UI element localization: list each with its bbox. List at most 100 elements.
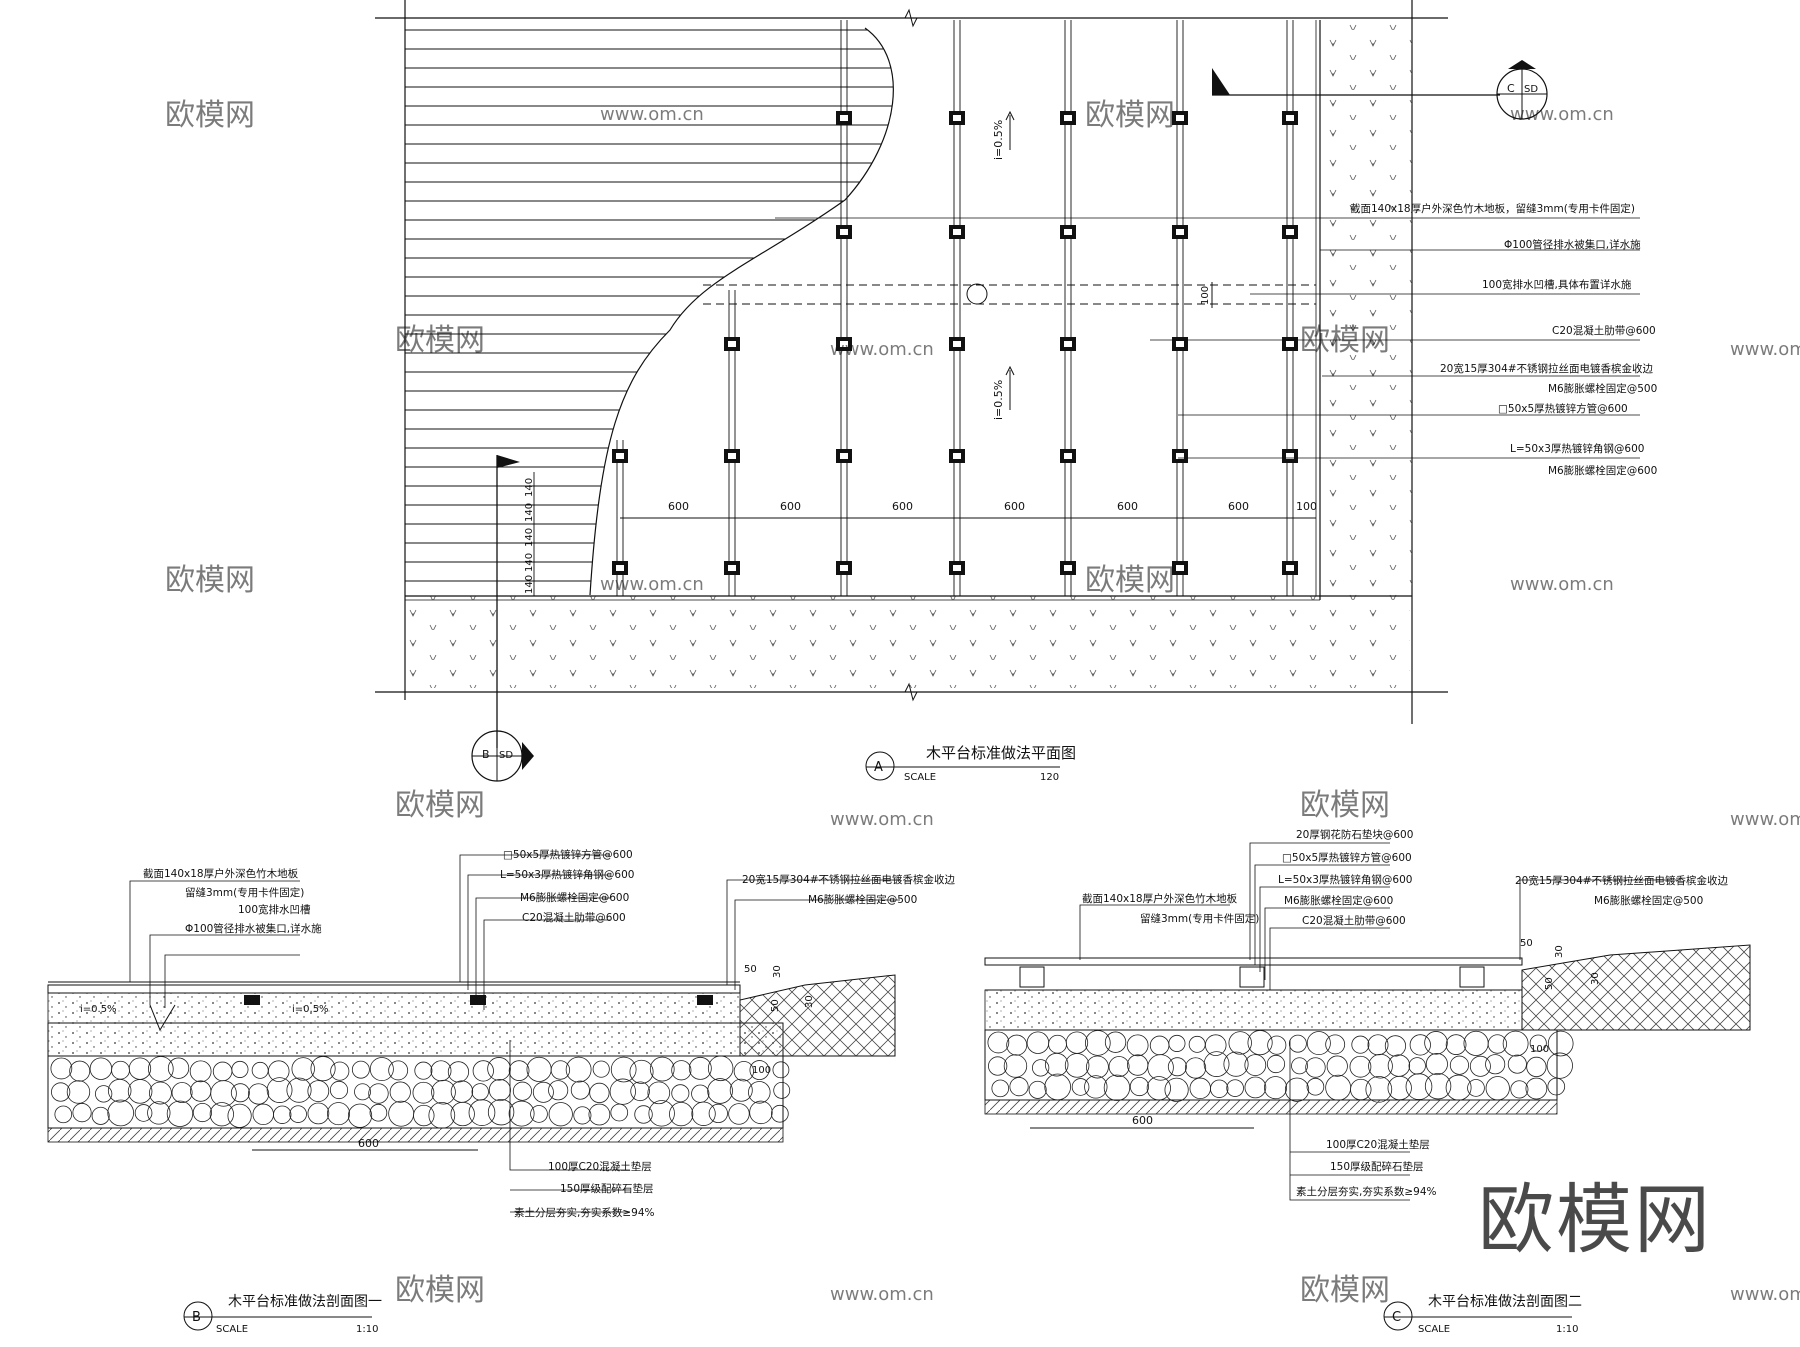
svg-text:欧模网: 欧模网 — [395, 1273, 485, 1308]
svg-text:www.om.cn: www.om.cn — [830, 339, 934, 360]
section-b-callout-2: 留缝3mm(专用卡件固定) — [185, 886, 304, 899]
svg-text:SD: SD — [499, 750, 513, 761]
plan-dim-100: 100 — [1200, 286, 1211, 305]
plan-board-dim-4: 140 — [524, 553, 535, 572]
section-c-dim-50b: 50 — [1544, 977, 1555, 990]
section-c-callout-8: 20宽15厚304#不锈钢拉丝面电镀香槟金收边 — [1515, 874, 1729, 887]
plan-callout-4: C20混凝土肋带@600 — [1552, 324, 1656, 337]
plan-callout-1: 截面140x18厚户外深色竹木地板，留缝3mm(专用卡件固定) — [1350, 202, 1635, 215]
section-b-concrete-base — [47, 1022, 784, 1057]
section-b-dim-30b: 30 — [804, 995, 815, 1008]
svg-text:www.om.cn: www.om.cn — [830, 809, 934, 830]
section-b-dim-100: 100 — [752, 1065, 771, 1076]
section-b-callout-8: C20混凝土肋带@600 — [522, 911, 626, 924]
section-b-drawing: i=0.5% i=0.5% 截面140x18厚户外深色竹木地板 留缝3mm(专用… — [47, 848, 956, 1335]
svg-text:SD: SD — [1524, 84, 1538, 95]
section-c-dim-50: 50 — [1520, 938, 1533, 949]
section-b-dim-50: 50 — [744, 964, 757, 975]
section-c-dim-30b: 30 — [1590, 972, 1601, 985]
svg-text:欧模网: 欧模网 — [395, 323, 485, 358]
section-b-callout-9: 20宽15厚304#不锈钢拉丝面电镀香槟金收边 — [742, 873, 956, 886]
plan-dim-600-4: 600 — [1004, 500, 1025, 513]
section-mark-c: C SD — [1496, 60, 1548, 120]
svg-text:1:10: 1:10 — [356, 1324, 378, 1335]
section-b-callout-4: Φ100管径排水被集口,详水施 — [185, 922, 322, 935]
section-b-dim-50b: 50 — [770, 999, 781, 1012]
section-c-dim-100: 100 — [1530, 1044, 1549, 1055]
planting-area-bottom — [405, 596, 1410, 688]
section-b-slope-2: i=0.5% — [292, 1004, 329, 1015]
section-b-gravel — [50, 1055, 791, 1129]
svg-text:1:10: 1:10 — [1556, 1324, 1578, 1335]
svg-text:欧模网: 欧模网 — [1300, 788, 1390, 823]
section-c-gravel — [987, 1030, 1574, 1103]
section-c-soil — [1521, 944, 1751, 1031]
section-b-callout-7: M6膨胀螺栓固定@600 — [520, 891, 629, 904]
plan-board-dim-3: 140 — [524, 528, 535, 547]
drain-outlet-circle — [966, 283, 988, 305]
section-b-callout-11: 100厚C20混凝土垫层 — [548, 1160, 652, 1173]
section-b-title-block: B 木平台标准做法剖面图一 SCALE 1:10 — [183, 1294, 382, 1335]
plan-callouts: 截面140x18厚户外深色竹木地板，留缝3mm(专用卡件固定) Φ100管径排水… — [1350, 202, 1657, 477]
section-b-dim-600: 600 — [358, 1137, 379, 1150]
plan-scale-value: 120 — [1040, 772, 1059, 783]
joist-grid — [612, 20, 1298, 596]
section-b-deck-board — [47, 984, 741, 994]
deck-curve-edge — [589, 27, 894, 596]
svg-text:欧模网: 欧模网 — [1085, 98, 1175, 133]
section-b-callout-6: L=50x3厚热镀锌角钢@600 — [500, 868, 634, 881]
section-b-slope-1: i=0.5% — [80, 1004, 117, 1015]
section-b-earth — [47, 1127, 784, 1143]
svg-text:www.om.cn: www.om.cn — [1730, 339, 1800, 360]
section-b-callout-10: M6膨胀螺栓固定@500 — [808, 893, 917, 906]
section-b-soil — [739, 974, 896, 1057]
plan-dim-600-6: 600 — [1228, 500, 1249, 513]
plan-callout-9: M6膨胀螺栓固定@600 — [1548, 464, 1657, 477]
plan-callout-leaders — [775, 217, 1640, 459]
section-c-earth — [984, 1099, 1558, 1115]
plan-callout-3: 100宽排水凹槽,具体布置详水施 — [1482, 278, 1632, 291]
section-b-callout-12: 150厚级配碎石垫层 — [560, 1182, 654, 1195]
plan-dim-600-2: 600 — [780, 500, 801, 513]
section-c-dim-30: 30 — [1554, 945, 1565, 958]
svg-text:www.om.cn: www.om.cn — [600, 574, 704, 595]
plan-dim-600-1: 600 — [668, 500, 689, 513]
section-c-callout-2: 留缝3mm(专用卡件固定) — [1140, 912, 1259, 925]
section-c-dim-600: 600 — [1132, 1114, 1153, 1127]
section-b-callout-5: □50x5厚热镀锌方管@600 — [503, 848, 633, 861]
planting-area-right — [1322, 20, 1412, 596]
section-c-callout-3: 20厚钢花防石垫块@600 — [1296, 828, 1413, 841]
section-c-callout-6: M6膨胀螺栓固定@600 — [1284, 894, 1393, 907]
svg-text:欧模网: 欧模网 — [1085, 563, 1175, 598]
svg-text:欧模网: 欧模网 — [1300, 1273, 1390, 1308]
svg-text:www.om.cn: www.om.cn — [1510, 104, 1614, 125]
svg-text:www.om.cn: www.om.cn — [1730, 809, 1800, 830]
section-b-callout-1: 截面140x18厚户外深色竹木地板 — [143, 867, 299, 880]
svg-text:欧模网: 欧模网 — [165, 563, 255, 598]
plan-board-dim-2: 140 — [524, 503, 535, 522]
section-c-callout-11: 150厚级配碎石垫层 — [1330, 1160, 1424, 1173]
plan-callout-2: Φ100管径排水被集口,详水施 — [1504, 238, 1641, 251]
section-b-callout-3: 100宽排水凹槽 — [238, 903, 311, 916]
svg-text:www.om.cn: www.om.cn — [1730, 1284, 1800, 1305]
section-c-title: 木平台标准做法剖面图二 — [1428, 1294, 1582, 1310]
plan-dim-100-end: 100 — [1296, 500, 1317, 513]
plan-dim-600-3: 600 — [892, 500, 913, 513]
section-c-title-block: C 木平台标准做法剖面图二 SCALE 1:10 — [1383, 1294, 1582, 1335]
svg-text:B: B — [482, 748, 490, 761]
section-c-callout-4: □50x5厚热镀锌方管@600 — [1282, 851, 1412, 864]
svg-text:www.om.cn: www.om.cn — [830, 1284, 934, 1305]
section-c-concrete — [984, 989, 1523, 1031]
section-c-callout-5: L=50x3厚热镀锌角钢@600 — [1278, 873, 1412, 886]
plan-scale-word: SCALE — [904, 772, 936, 783]
plan-title-block: A 木平台标准做法平面图 SCALE 120 — [865, 744, 1076, 783]
plan-title: 木平台标准做法平面图 — [926, 744, 1076, 762]
svg-text:欧模网: 欧模网 — [165, 98, 255, 133]
plan-callout-5: 20宽15厚304#不锈钢拉丝面电镀香槟金收边 — [1440, 362, 1654, 375]
svg-text:www.om.cn: www.om.cn — [1510, 574, 1614, 595]
section-b-dim-30: 30 — [772, 965, 783, 978]
section-c-callout-7: C20混凝土肋带@600 — [1302, 914, 1406, 927]
section-c-callout-12: 素土分层夯实,夯实系数≥94% — [1296, 1185, 1436, 1198]
